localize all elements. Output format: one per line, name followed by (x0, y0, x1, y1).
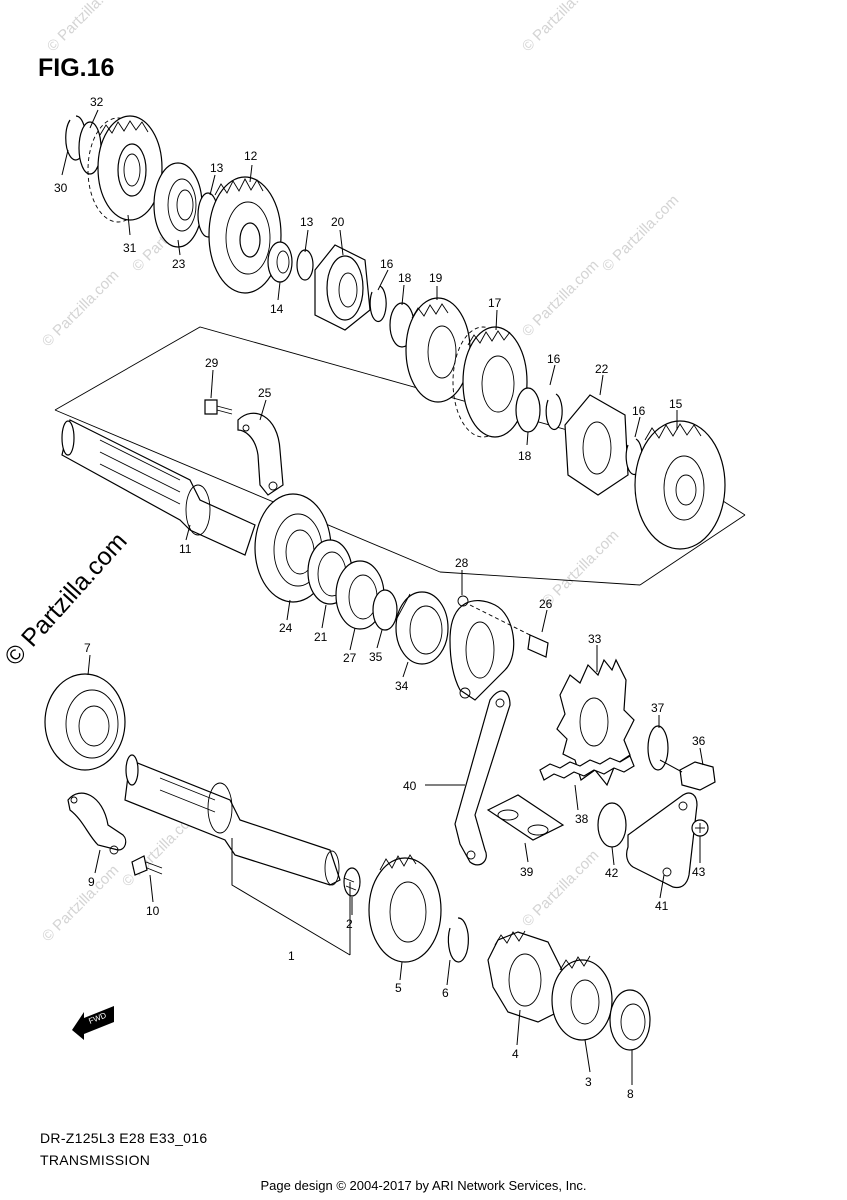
part-5-gear (368, 854, 442, 963)
callout-30: 30 (54, 181, 68, 195)
part-20-gear (314, 244, 371, 331)
part-10-screw (131, 855, 163, 876)
callout-13a: 13 (210, 161, 224, 175)
part-29-bolt (204, 399, 233, 415)
part-40-arm (454, 690, 511, 866)
callout-26: 26 (539, 597, 553, 611)
callout-24: 24 (279, 621, 293, 635)
callout-12: 12 (244, 149, 258, 163)
callout-42: 42 (605, 866, 619, 880)
callout-18a: 18 (398, 271, 412, 285)
callout-3: 3 (585, 1075, 592, 1089)
callout-21: 21 (314, 630, 328, 644)
leader-lines (61, 109, 704, 1085)
callout-27: 27 (343, 651, 357, 665)
callout-labels: 32 30 31 23 13 12 13 20 14 16 18 19 17 1… (54, 95, 706, 1101)
callout-16c: 16 (632, 404, 646, 418)
model-code: DR-Z125L3 E28 E33_016 (40, 1130, 208, 1146)
part-2-bushing (343, 867, 361, 897)
part-31-gear (87, 115, 163, 223)
part-43-screw (691, 819, 709, 837)
callout-37: 37 (651, 701, 665, 715)
callout-7: 7 (84, 641, 91, 655)
part-12-gear (208, 176, 282, 294)
section-name: TRANSMISSION (40, 1152, 151, 1168)
callout-20: 20 (331, 215, 345, 229)
part-16-circlip-b (545, 393, 563, 431)
part-1-bracket-line (231, 838, 351, 956)
callout-1: 1 (288, 949, 295, 963)
callout-32: 32 (90, 95, 104, 109)
callout-33: 33 (588, 632, 602, 646)
callout-34: 34 (395, 679, 409, 693)
part-28-plate (449, 595, 515, 701)
callout-35: 35 (369, 650, 383, 664)
part-16-circlip-a (369, 285, 387, 323)
callout-31: 31 (123, 241, 137, 255)
callout-2: 2 (346, 917, 353, 931)
callout-6: 6 (442, 986, 449, 1000)
callout-16a: 16 (380, 257, 394, 271)
part-4-gear (487, 930, 564, 1023)
part-39-chain-joint (486, 794, 565, 841)
callout-16b: 16 (547, 352, 561, 366)
part-18-washer-b (515, 387, 541, 433)
part-14-needle-bearing (267, 241, 293, 283)
callout-5: 5 (395, 981, 402, 995)
callout-13b: 13 (300, 215, 314, 229)
callout-23: 23 (172, 257, 186, 271)
figure-title: FIG.16 (38, 54, 115, 82)
callout-17: 17 (488, 296, 502, 310)
callout-14: 14 (270, 302, 284, 316)
part-33-sprocket (556, 658, 635, 787)
part-42-o-ring (597, 802, 627, 848)
part-26-bolt (469, 604, 549, 658)
part-19-gear (405, 297, 471, 403)
callout-22: 22 (595, 362, 609, 376)
callout-18b: 18 (518, 449, 532, 463)
part-8-bearing (609, 989, 651, 1051)
callout-36: 36 (692, 734, 706, 748)
fwd-arrow-icon: FWD (72, 1006, 114, 1040)
callout-11: 11 (179, 542, 192, 556)
callout-9: 9 (88, 875, 95, 889)
callout-8: 8 (627, 1087, 634, 1101)
callout-25: 25 (258, 386, 272, 400)
callout-41: 41 (655, 899, 669, 913)
callout-40: 40 (403, 779, 417, 793)
part-6-circlip (447, 917, 469, 963)
callout-4: 4 (512, 1047, 519, 1061)
part-37-washer (647, 725, 669, 771)
part-9-bracket (67, 792, 127, 855)
part-11-countershaft (61, 419, 256, 556)
callout-38: 38 (575, 812, 589, 826)
part-13-washer-b (296, 249, 314, 281)
part-3-gear (551, 955, 613, 1041)
callout-15: 15 (669, 397, 683, 411)
part-34-spacer (395, 591, 449, 665)
part-17-gear (452, 326, 528, 438)
callout-19: 19 (429, 271, 443, 285)
callout-28: 28 (455, 556, 469, 570)
part-7-bearing (44, 673, 126, 771)
callout-43: 43 (692, 865, 706, 879)
part-23-bearing (153, 162, 203, 248)
part-25-bracket (237, 412, 284, 496)
part-35-o-ring (372, 589, 398, 631)
part-1-main-shaft (124, 754, 341, 886)
part-36-bolt (659, 759, 716, 791)
callout-39: 39 (520, 865, 534, 879)
callout-10: 10 (146, 904, 160, 918)
footer-copyright: Page design © 2004-2017 by ARI Network S… (260, 1178, 587, 1193)
callout-29: 29 (205, 356, 219, 370)
part-22-gear (564, 394, 629, 496)
part-38-chain (539, 755, 635, 781)
part-15-gear (634, 420, 726, 550)
part-41-cover (626, 792, 698, 889)
